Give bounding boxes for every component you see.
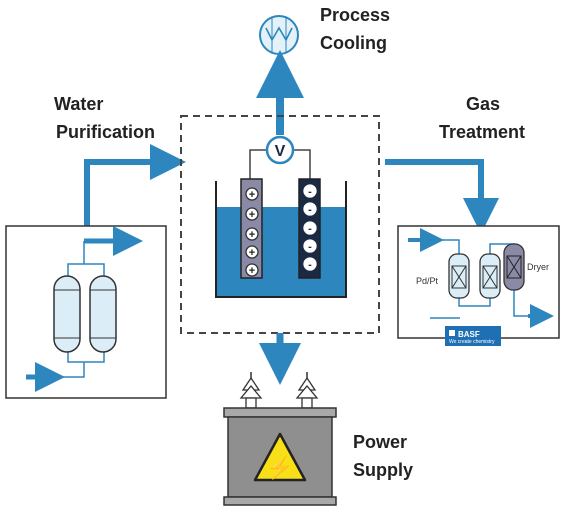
insulator-icon [239,372,263,410]
negative-charge-icon [303,257,317,271]
basf-logo: BASF We create chemistry [445,326,501,346]
negative-charge-symbol: - [308,241,312,253]
process-cooling-label-line1: Process [320,5,390,25]
negative-charge-symbol: - [308,223,312,235]
dryer-label: Dryer [527,262,549,272]
water-purification-panel [5,225,167,399]
negative-charge-icon [303,221,317,235]
negative-charge-icon [303,202,317,216]
negative-charge-symbol: - [308,204,312,216]
catalyst-column-icon [479,253,501,299]
positive-charge-icon [245,187,259,201]
water-purification-label-line1: Water [54,94,103,114]
negative-charge-icon [303,184,317,198]
positive-charge-icon [245,263,259,277]
catalyst-column-icon [448,253,470,299]
anode-charges: + + + + + [245,187,259,277]
voltmeter-symbol: V [275,143,286,160]
transformer-icon: ⚡ [223,372,337,506]
high-voltage-icon: ⚡ [253,432,307,482]
positive-charge-symbol: + [249,189,255,201]
voltmeter-icon: V [265,135,295,165]
positive-charge-icon [245,227,259,241]
process-cooling-label-line2: Cooling [320,33,387,53]
positive-charge-symbol: + [249,229,255,241]
water-flow-arrow [84,144,186,228]
process-cooling-icon [259,15,299,55]
cathode-charges: - - - - - [303,184,317,271]
insulator-icon [295,372,319,410]
gas-treatment-label-line1: Gas [466,94,500,114]
electrolyzer-boundary [180,115,380,334]
gas-treatment-label-line2: Treatment [439,122,525,142]
dryer-column-icon [503,243,525,291]
positive-charge-icon [245,207,259,221]
positive-charge-symbol: + [249,247,255,259]
filter-vessel-icon [53,275,81,353]
catalyst-label: Pd/Pt [416,276,439,286]
hazard-symbol: ⚡ [266,455,293,481]
positive-charge-icon [245,245,259,259]
power-supply-label-line2: Supply [353,460,413,480]
positive-charge-symbol: + [249,209,255,221]
filter-vessel-icon [89,275,117,353]
negative-charge-symbol: - [308,186,312,198]
gas-treatment-panel: Pd/Pt Dryer BASF We create chemistry [397,225,560,346]
negative-charge-symbol: - [308,259,312,271]
negative-charge-icon [303,239,317,253]
electrolysis-cell [215,149,347,298]
brand-tagline: We create chemistry [449,339,495,345]
water-purification-label-line2: Purification [56,122,155,142]
positive-charge-symbol: + [249,265,255,277]
power-supply-label-line1: Power [353,432,407,452]
brand-label: BASF [458,330,480,339]
gas-flow-arrow [385,159,499,234]
